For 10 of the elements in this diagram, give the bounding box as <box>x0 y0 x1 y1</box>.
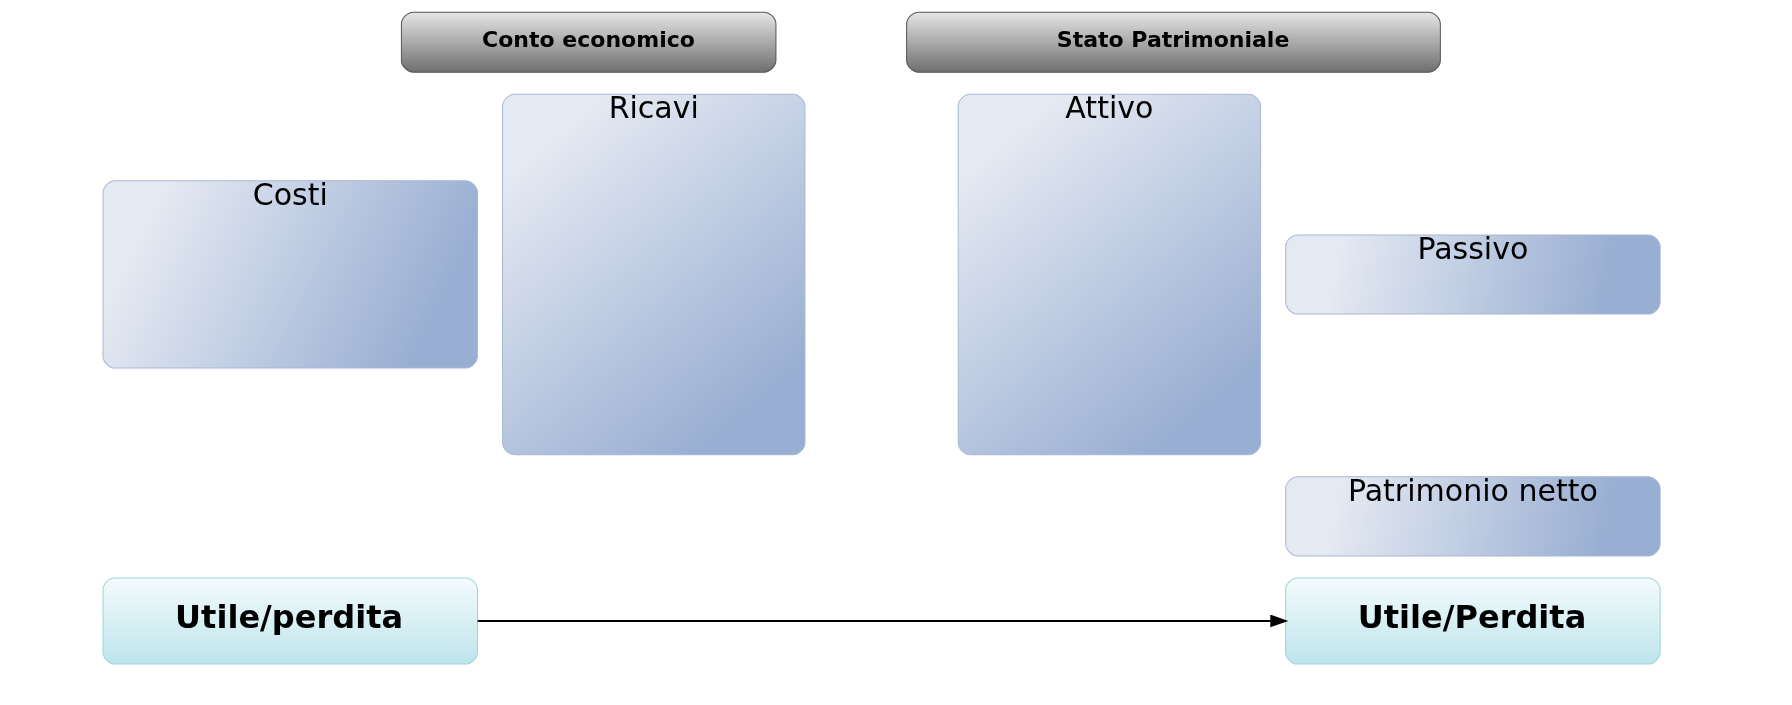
node-box: Ricavi <box>502 93 806 456</box>
node-box: Utile/Perdita <box>1285 577 1661 665</box>
node-box: Utile/perdita <box>102 577 478 665</box>
node-box: Conto economico <box>400 11 777 73</box>
node-box: Stato Patrimoniale <box>906 11 1441 73</box>
node-box: Attivo <box>957 93 1262 456</box>
node-box: Patrimonio netto <box>1285 476 1661 557</box>
arrow <box>476 614 1289 628</box>
node-box: Costi <box>102 180 478 369</box>
node-box: Passivo <box>1285 234 1661 315</box>
